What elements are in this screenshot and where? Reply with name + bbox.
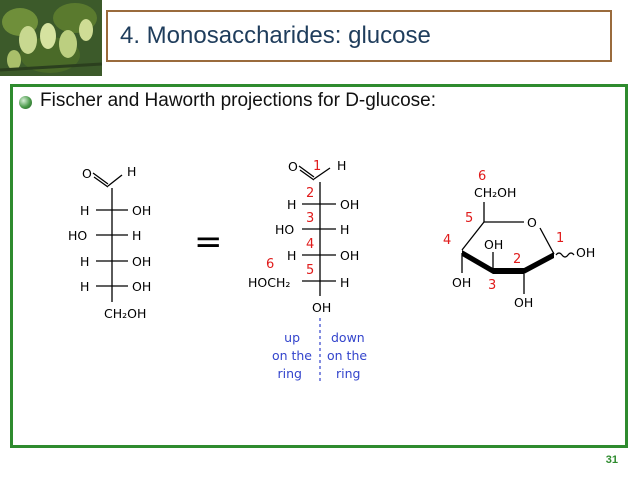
- haworth-projection: O 6 CH₂OH 5 4 OH OH 3 2 OH 1 OH: [443, 169, 595, 310]
- carbon-number-2: 2: [306, 186, 314, 201]
- haworth-c3-oh: OH: [484, 237, 503, 252]
- annotation-down-line2: on the: [327, 348, 367, 363]
- numbered-row4-left: HOCH₂: [248, 275, 290, 290]
- fischer-row1-left: H: [80, 203, 89, 218]
- numbered-top-o: O: [288, 159, 298, 174]
- carbon-number-4: 4: [306, 237, 314, 252]
- fischer-row4-right: OH: [132, 279, 151, 294]
- fischer-row1-right: OH: [132, 203, 151, 218]
- haworth-number-3: 3: [488, 278, 496, 293]
- fischer-row3-left: H: [80, 254, 89, 269]
- hops-logo: [0, 0, 102, 76]
- annotation-up-line1: up: [284, 330, 300, 345]
- haworth-ch2oh: CH₂OH: [474, 185, 516, 200]
- numbered-row2-left: HO: [275, 222, 294, 237]
- fischer-row4-left: H: [80, 279, 89, 294]
- fischer-projection: O H H OH HO H H OH H OH CH₂OH: [68, 164, 151, 321]
- slide-title: 4. Monosaccharides: glucose: [120, 22, 431, 49]
- numbered-row3-right: OH: [340, 248, 359, 263]
- numbered-row1-left: H: [287, 197, 296, 212]
- fischer-row2-right: H: [132, 228, 141, 243]
- haworth-number-6: 6: [478, 169, 486, 184]
- bullet-text: Fischer and Haworth projections for D-gl…: [40, 90, 437, 111]
- numbered-bottom: OH: [312, 300, 331, 315]
- numbered-row3-left: H: [287, 248, 296, 263]
- fischer-top-h: H: [127, 164, 136, 179]
- annotation-down-line1: down: [331, 330, 365, 345]
- numbered-row1-right: OH: [340, 197, 359, 212]
- numbered-row2-right: H: [340, 222, 349, 237]
- fischer-top-o: O: [82, 166, 92, 181]
- carbon-number-5: 5: [306, 263, 314, 278]
- page-number: 31: [605, 454, 618, 466]
- carbon-number-3: 3: [306, 211, 314, 226]
- fischer-row2-left: HO: [68, 228, 87, 243]
- carbon-number-6: 6: [266, 257, 274, 272]
- haworth-c2-oh: OH: [514, 295, 533, 310]
- haworth-number-5: 5: [465, 211, 473, 226]
- title-box: 4. Monosaccharides: glucose: [106, 10, 612, 62]
- bullet-icon: [19, 96, 32, 109]
- annotation-up-line2: on the: [272, 348, 312, 363]
- carbon-number-1: 1: [313, 159, 321, 174]
- numbered-top-h: H: [337, 158, 346, 173]
- ring-oxygen: O: [527, 215, 537, 230]
- fischer-numbered: O H 1 2 3 4 5 6 H OH HO H H OH HOCH₂ H O…: [248, 158, 367, 382]
- numbered-row4-right: H: [340, 275, 349, 290]
- haworth-number-1: 1: [556, 231, 564, 246]
- content-box: [10, 84, 628, 448]
- fischer-bottom: CH₂OH: [104, 306, 146, 321]
- haworth-c4-oh: OH: [452, 275, 471, 290]
- equals-sign: =: [194, 222, 223, 262]
- haworth-c1-oh: OH: [576, 245, 595, 260]
- haworth-number-4: 4: [443, 233, 451, 248]
- annotation-down-line3: ring: [336, 366, 360, 381]
- annotation-up-line3: ring: [278, 366, 302, 381]
- fischer-row3-right: OH: [132, 254, 151, 269]
- haworth-number-2: 2: [513, 252, 521, 267]
